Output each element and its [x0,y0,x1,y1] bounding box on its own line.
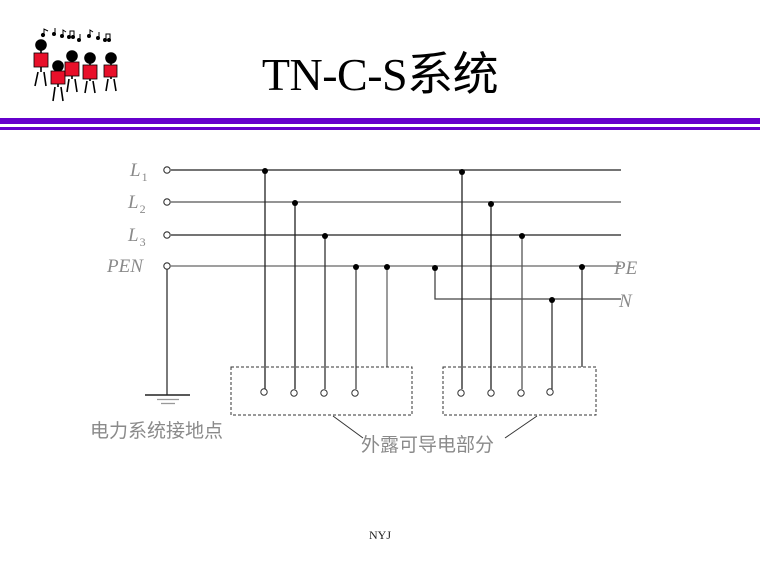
label-l2: L2 [127,192,146,216]
junction-dot [292,200,298,206]
junction-dot [432,265,438,271]
exposed-conductive-parts-label: 外露可导电部分 [361,434,494,456]
label-l3: L3 [127,225,146,249]
junction-dot [579,264,585,270]
junction-dot [459,169,465,175]
slide-footer: NYJ [368,528,391,542]
equipment-terminal [320,389,328,397]
equipment-terminal [546,388,554,396]
terminal-l1 [163,166,171,174]
equipment-enclosure-right [442,366,597,416]
junction-dot [322,233,328,239]
choir-singers-logo [28,28,128,108]
equipment-terminal [351,389,359,397]
equipment-terminal [517,389,525,397]
junction-dot [488,201,494,207]
callout-line-left [332,415,364,439]
equipment-terminal [457,389,465,397]
equipment-enclosure-left [230,366,413,416]
terminal-l2 [163,198,171,206]
junction-dot [519,233,525,239]
terminal-l3 [163,231,171,239]
terminal-pen [163,262,171,270]
equipment-terminal [487,389,495,397]
conductor-n [434,266,621,300]
ground-point-label: 电力系统接地点 [90,420,223,442]
label-pe: PE [613,258,638,279]
junction-dot [384,264,390,270]
junction-dot [353,264,359,270]
label-l1: L1 [129,160,148,184]
equipment-terminal [260,388,268,396]
choir-singers-icon [33,28,118,102]
label-pen: PEN [106,256,144,277]
label-n: N [618,291,633,312]
callout-line-right [504,415,538,439]
equipment-terminal [290,389,298,397]
junction-dot [262,168,268,174]
title-divider-thin [0,127,760,130]
junction-dot [549,297,555,303]
slide-title: TN-C-S系统 [261,49,499,100]
title-divider-thick [0,118,760,124]
